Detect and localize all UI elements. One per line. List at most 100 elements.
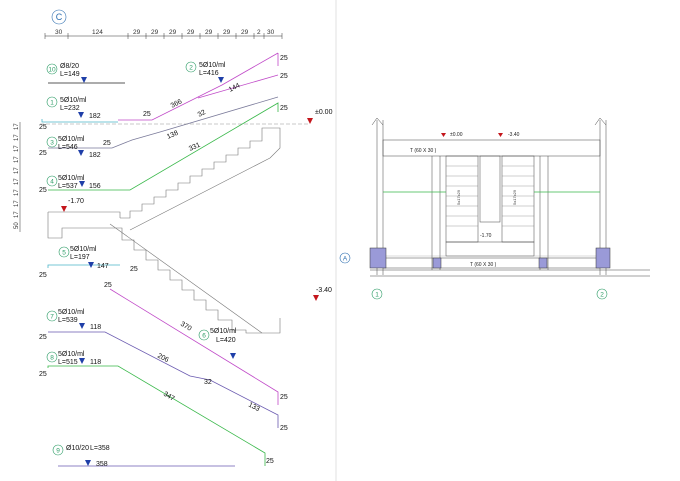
seg-b2-c: 144 [228,82,242,94]
hook-1: 25 [280,73,288,80]
bar-6-line [109,288,279,405]
bar-10-arrow [81,77,87,83]
bar-6-length: L=420 [216,337,236,344]
hook-4: 25 [143,111,151,118]
bar-7-line [48,331,279,428]
plan-labels: T (60 X 30 ) T (60 X 30 ) ±0.00 -3.40 -1… [410,132,520,268]
bar-8-arrow [79,358,85,364]
bar-3-spec: 5Ø10/ml [58,136,85,143]
bar-9-mark: 9 [56,448,60,455]
side-dim-2: 17 [14,145,20,152]
side-dim-5: 17 [14,178,20,185]
top-dim-8: 29 [241,29,249,36]
grid-axis-c: C [51,9,67,25]
rebar-lines [41,52,279,467]
grid-axis-c-label: C [56,12,63,22]
bar-5-spec: 5Ø10/ml [70,246,97,253]
plan-stair-label-2: 5x17x29 [512,189,517,205]
hook-11: 25 [39,334,47,341]
plan-axis-1: 1 [375,292,379,299]
plan-columns [369,247,611,269]
segment-lengths: 366 32 144 138 331 370 206 32 133 347 [156,82,261,413]
seg-b6-a: 370 [179,321,193,333]
plan-stair-label-1: 5x17x29 [456,189,461,205]
bar-4-spec: 5Ø10/ml [58,175,85,182]
plan-beam-top: T (60 X 30 ) [410,148,437,154]
plan-level-top2: -3.40 [508,132,520,138]
plan-level-marker-2 [498,133,503,137]
bar-9-arrow [85,460,91,466]
bar-1-spec: 5Ø10/ml [60,97,87,104]
bar-4-length: L=537 [58,183,78,190]
bar-4-tag: 156 [89,183,101,190]
bar-6-mark: 6 [202,333,206,340]
bar-3-length: L=546 [58,144,78,151]
bar-9-tag: 358 [96,461,108,468]
seg-b3-a: 138 [166,130,180,141]
bar-3-line [48,96,279,149]
seg-b8-d: 347 [162,391,176,403]
bar-7-spec: 5Ø10/ml [58,309,85,316]
hook-5: 25 [103,140,111,147]
bar-7-length: L=539 [58,317,78,324]
bar-2-mark: 2 [189,65,193,72]
side-dim-3: 17 [14,156,20,163]
plan-level-marker-1 [441,133,446,137]
bar-6-arrow [230,353,236,359]
level-landing-label: -1.70 [68,198,84,205]
bar-10-spec: Ø8/20 [60,63,79,70]
bar-8-spec: 5Ø10/ml [58,351,85,358]
top-dim-6: 29 [205,29,213,36]
seg-b2-b: 32 [197,109,207,119]
bar-7-mark: 7 [50,314,54,321]
hook-0: 25 [280,55,288,62]
side-dim-7: 17 [14,200,20,207]
bar-8-tag: 118 [90,359,101,366]
bar-1-arrow [78,112,84,118]
side-dim-1: 17 [14,134,20,141]
hook-8: 25 [39,272,47,279]
hook-labels: 25 25 25 25 25 25 25 25 25 25 25 25 25 2… [39,55,288,465]
bar-labels: 10 Ø8/20 L=149 2 5Ø10/ml L=416 1 5Ø10/ml… [46,61,237,468]
hook-13: 25 [280,394,288,401]
bar-4-line [48,102,279,191]
bar-5-length: L=197 [70,254,90,261]
bar-3-mark: 3 [50,140,54,147]
bar-4-mark: 4 [50,179,54,186]
hook-15: 25 [266,458,274,465]
bar-2-length: L=416 [199,70,219,77]
plan-grid-axes: 1 2 A [339,252,608,300]
bar-10-length: L=149 [60,71,80,78]
seg-b8-c: 133 [247,402,261,414]
bar-1-mark: 1 [50,100,54,107]
hook-7: 25 [39,187,47,194]
side-dim-10: 50 [14,222,20,229]
plan-level-top: ±0.00 [450,132,463,138]
level-top-marker [307,118,313,124]
level-markers: ±0.00 -1.70 -3.40 [40,109,333,301]
top-dim-1: 124 [92,29,103,36]
plan-beam-bottom: T (60 X 30 ) [470,262,497,268]
seg-b3-b: 331 [188,142,202,153]
bar-8-mark: 8 [50,355,54,362]
top-dim-3: 29 [151,29,159,36]
bar-8-line [47,365,266,466]
top-dim-2: 29 [133,29,141,36]
side-dim-8: 17 [14,211,20,218]
hook-12: 25 [39,371,47,378]
stair-section-outline [47,127,281,334]
top-dim-10: 30 [267,29,275,36]
top-dimension-chain: 30 124 29 29 29 29 29 29 29 2 30 [44,29,283,39]
side-dim-0: 17 [14,123,20,130]
bar-2-arrow [218,77,224,83]
top-dim-9: 2 [257,29,261,36]
bar-3-arrow [78,150,84,156]
level-bottom-label: -3.40 [316,287,332,294]
top-dim-7: 29 [223,29,231,36]
bar-5-arrow [88,262,94,268]
bar-2-spec: 5Ø10/ml [199,62,226,69]
plan-axis-a: A [343,256,348,263]
bar-1-line [41,119,118,123]
bar-9-spec: Ø10/20 [66,445,89,452]
bar-9-length: L=358 [90,445,110,452]
